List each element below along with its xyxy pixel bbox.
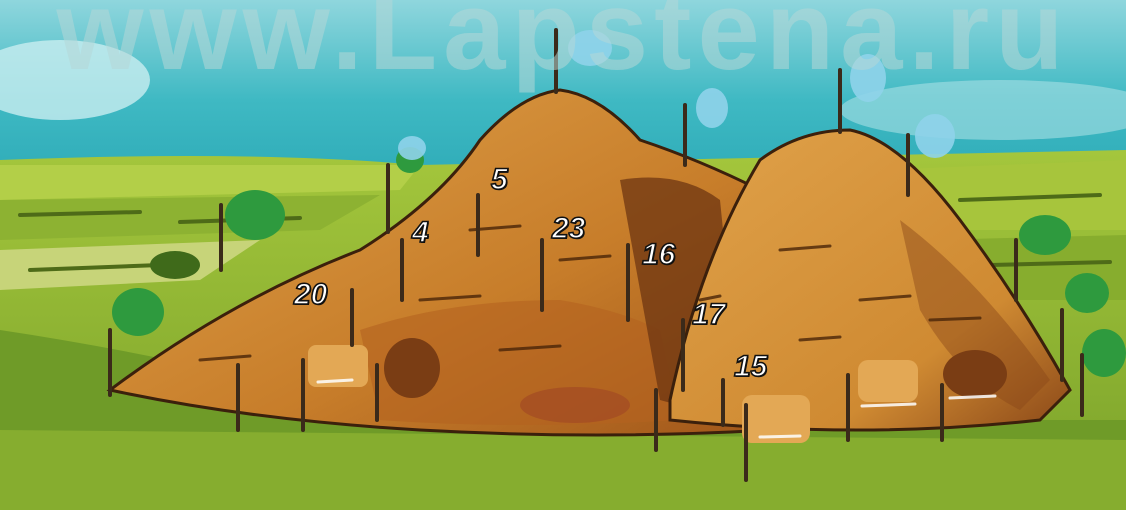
foreground-grass xyxy=(0,430,1126,510)
plot-marker-23[interactable]: 23 xyxy=(552,214,585,244)
plot-marker-17[interactable]: 17 xyxy=(692,300,725,330)
plot-marker-4[interactable]: 4 xyxy=(412,218,429,248)
plot-marker-5[interactable]: 5 xyxy=(491,165,508,195)
watermark-text: www.Lapstena.ru xyxy=(0,0,1126,95)
plot-marker-20[interactable]: 20 xyxy=(294,280,327,310)
plot-marker-16[interactable]: 16 xyxy=(642,240,675,270)
plot-marker-15[interactable]: 15 xyxy=(734,352,767,382)
